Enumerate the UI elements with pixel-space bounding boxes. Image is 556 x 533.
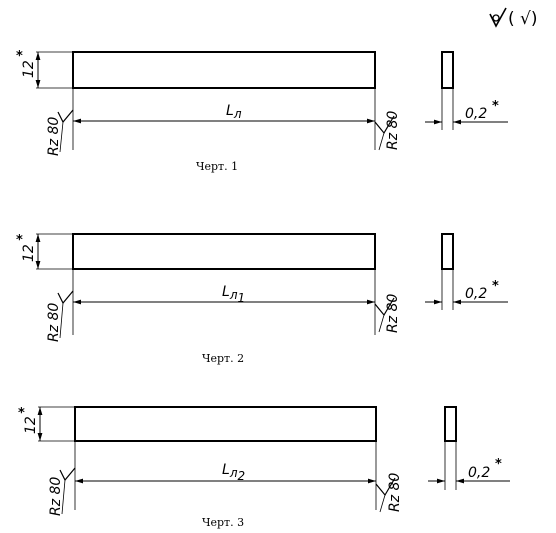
figure-caption: Черт. 2 [202, 352, 244, 365]
figure-1: 12 * Lл Rz 80 Rz 80 0,2 * Черт. 1 [16, 49, 508, 173]
roughness-symbol-right: Rz 80 [374, 294, 401, 333]
roughness-symbol-left: Rz 80 [46, 109, 74, 156]
asterisk-mark: * [16, 233, 23, 248]
length-label: Lл2 [222, 462, 245, 483]
figure-caption: Черт. 1 [196, 160, 238, 173]
plate-side-view [441, 233, 454, 270]
thickness-label: 12 [21, 244, 37, 262]
asterisk-mark: * [18, 406, 25, 421]
width-label: 0,2 [465, 286, 487, 302]
thickness-label: 12 [21, 60, 37, 78]
length-label-sub: л [229, 288, 238, 302]
roughness-symbol-left: Rz 80 [48, 467, 76, 516]
length-label-main: L [222, 284, 230, 300]
figure-2: 12 * Lл1 Rz 80 Rz 80 0,2 * Черт. 2 [16, 233, 508, 365]
length-label: Lл [226, 103, 242, 121]
asterisk-mark: * [492, 99, 499, 114]
length-label-index: 1 [237, 291, 245, 305]
roughness-left-label: Rz 80 [46, 117, 62, 156]
plate-front-view [72, 51, 376, 89]
length-label-main: L [222, 462, 230, 478]
roughness-symbol-right: Rz 80 [374, 111, 401, 151]
figure-caption: Черт. 3 [202, 516, 244, 529]
roughness-left-label: Rz 80 [46, 303, 62, 342]
asterisk-mark: * [16, 49, 23, 64]
asterisk-mark: * [492, 279, 499, 294]
asterisk-mark: * [495, 457, 502, 472]
length-label-sub: л [229, 466, 238, 480]
roughness-right-label: Rz 80 [385, 111, 401, 150]
roughness-left-label: Rz 80 [48, 477, 64, 516]
roughness-symbol-right: Rz 80 [375, 473, 403, 513]
width-label: 0,2 [468, 465, 490, 481]
roughness-right-label: Rz 80 [385, 294, 401, 333]
general-roughness-note: ( √) [489, 7, 538, 29]
plate-side-view [444, 406, 457, 442]
length-label-main: L [226, 103, 234, 119]
length-label: Lл1 [222, 284, 245, 305]
roughness-symbol-left: Rz 80 [46, 290, 74, 342]
thickness-label: 12 [23, 416, 39, 434]
width-label: 0,2 [465, 106, 487, 122]
plate-front-view [72, 233, 376, 270]
roughness-not-machined-icon [489, 7, 507, 28]
figure-3: 12 * Lл2 Rz 80 Rz 80 0,2 * Черт. 3 [18, 406, 510, 529]
length-label-sub: л [233, 107, 242, 121]
roughness-note-text: ( √) [508, 9, 538, 29]
length-label-index: 2 [237, 469, 245, 483]
plate-front-view [74, 406, 377, 442]
plate-side-view [441, 51, 454, 89]
roughness-right-label: Rz 80 [387, 473, 403, 512]
